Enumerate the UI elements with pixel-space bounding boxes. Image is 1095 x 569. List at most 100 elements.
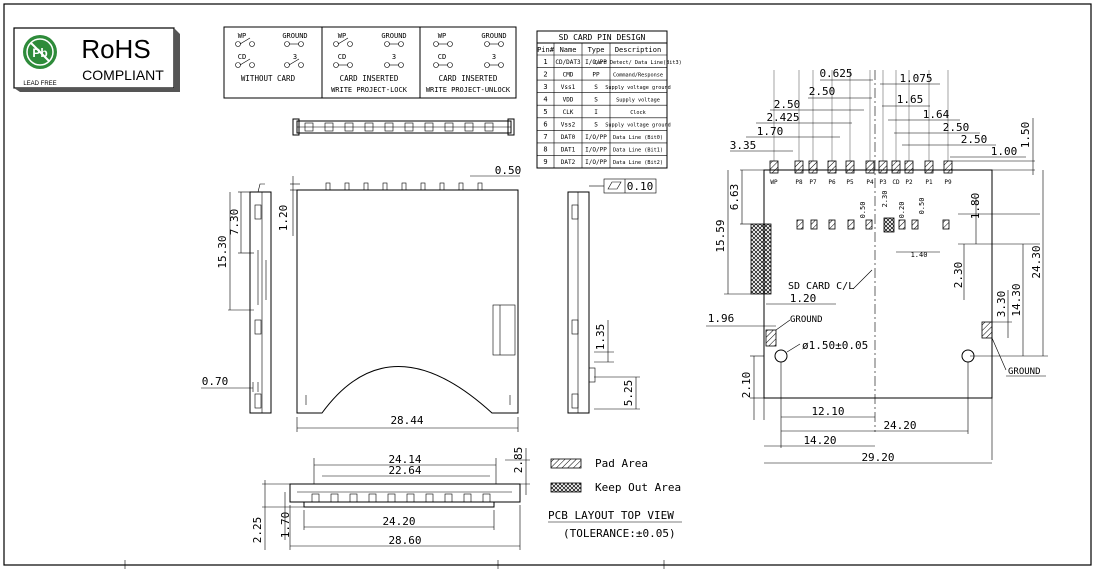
svg-text:0.20: 0.20 xyxy=(898,202,906,219)
pcb-mid-pad xyxy=(865,219,873,230)
switch-states-panel: WP GROUND CD 3 WITHOUT CARD WP GROUND CD… xyxy=(223,26,517,99)
dim-3-30: 3.30 xyxy=(995,291,1008,318)
pcb-pad xyxy=(924,160,934,174)
dim-14-20: 14.20 xyxy=(803,434,836,447)
pin-table-cell: 3 xyxy=(543,83,547,91)
switch-state-without-card: WP GROUND CD 3 WITHOUT CARD xyxy=(235,32,308,83)
flatness-symbol-icon xyxy=(607,181,622,190)
bottom-contact xyxy=(444,493,453,503)
dim-2-25: 2.25 xyxy=(251,517,264,544)
front-contact xyxy=(401,182,407,191)
pcb-top-dim: 2.50 xyxy=(943,121,970,134)
pcb-pad-label: P7 xyxy=(809,179,817,186)
dim-5-25: 5.25 xyxy=(622,380,635,407)
dim-28-44: 28.44 xyxy=(390,414,423,427)
svg-text:CARD INSERTED: CARD INSERTED xyxy=(340,74,399,83)
pcb-pad xyxy=(769,160,779,174)
pcb-pad-label: P3 xyxy=(879,179,887,186)
pin-table-header: Description xyxy=(615,46,661,54)
pin-table-header: Pin# xyxy=(537,46,555,54)
svg-text:WP: WP xyxy=(238,32,246,40)
dim-14-30: 14.30 xyxy=(1010,283,1023,316)
strip-contact xyxy=(324,122,334,132)
front-contact xyxy=(477,182,483,191)
pcb-top-dim: 2.425 xyxy=(766,111,799,124)
dim-1-35: 1.35 xyxy=(594,324,607,351)
pcb-top-dim: 2.50 xyxy=(809,85,836,98)
front-contact xyxy=(325,182,331,191)
front-contact xyxy=(458,182,464,191)
pad-area-label: Pad Area xyxy=(595,457,648,470)
pin-table-cell: 4 xyxy=(543,95,547,103)
pin-table-header: Name xyxy=(560,46,577,54)
strip-contact xyxy=(384,122,394,132)
pin-table-cell: Clock xyxy=(630,110,646,116)
pin-table-cell: CLK xyxy=(563,109,574,116)
pin-table-cell: 7 xyxy=(543,133,547,141)
strip-contact xyxy=(304,122,314,132)
pcb-pad xyxy=(878,160,888,174)
pin-table-cell: Supply voltage ground xyxy=(605,85,671,91)
strip-contact xyxy=(404,122,414,132)
pcb-top-dim: 1.64 xyxy=(923,108,950,121)
ground-label-right: GROUND xyxy=(1008,367,1041,377)
dim-0-50: 0.50 xyxy=(495,164,522,177)
pin-table: SD CARD PIN DESIGN Pin# Name Type Descri… xyxy=(536,30,682,169)
pin-table-cell: S xyxy=(594,122,598,129)
dim-1-20: 1.20 xyxy=(277,205,290,232)
pcb-pad xyxy=(794,160,804,174)
dim-2-10: 2.10 xyxy=(740,372,753,399)
pin-table-cell: Data Line (Bit2) xyxy=(613,160,663,166)
connector-front-view: 1.20 0.50 28.44 xyxy=(277,164,521,432)
front-contact xyxy=(363,182,369,191)
pcb-mid-pad xyxy=(810,219,818,230)
pcb-pad xyxy=(891,160,901,174)
pin-table-cell: I/O/PP xyxy=(585,159,607,166)
pcb-top-dim: 1.075 xyxy=(899,72,932,85)
dim-22-64: 22.64 xyxy=(388,464,421,477)
pcb-top-dim: 0.625 xyxy=(819,67,852,80)
dim-6-63: 6.63 xyxy=(728,184,741,211)
pin-table-cell: Card Detect/ Data Line(Bit3) xyxy=(594,60,681,66)
mounting-hole-left xyxy=(774,349,788,363)
pin-table-cell: Supply voltage ground xyxy=(605,123,671,129)
ground-label-left: GROUND xyxy=(790,315,823,325)
rohs-logo: Pb RoHS COMPLIANT LEAD FREE xyxy=(13,27,180,92)
dim-29-20: 29.20 xyxy=(861,451,894,464)
dim-7-30: 7.30 xyxy=(228,209,241,236)
svg-text:WRITE PROJECT-LOCK: WRITE PROJECT-LOCK xyxy=(331,86,408,94)
pcb-mid-pad xyxy=(847,219,855,230)
pcb-pad-label: P6 xyxy=(828,179,836,186)
svg-text:GROUND: GROUND xyxy=(381,32,406,40)
pcb-pad-label: P8 xyxy=(795,179,803,186)
pcb-top-dim: 1.00 xyxy=(991,145,1018,158)
dim-1-20-pcb: 1.20 xyxy=(790,292,817,305)
bottom-contact xyxy=(368,493,377,503)
pin-table-cell: Supply voltage xyxy=(616,97,660,103)
pin-table-cell: I/O/PP xyxy=(585,59,607,66)
dim-2-85: 2.85 xyxy=(512,447,525,474)
dim-12-10: 12.10 xyxy=(811,405,844,418)
ground-pad-left xyxy=(765,329,777,347)
dim-24-20: 24.20 xyxy=(382,515,415,528)
front-contact xyxy=(420,182,426,191)
bottom-contact xyxy=(425,493,434,503)
dim-2-30: 2.30 xyxy=(952,262,965,289)
svg-text:WP: WP xyxy=(338,32,346,40)
svg-text:CD: CD xyxy=(238,53,246,61)
strip-contact xyxy=(424,122,434,132)
connector-top-view xyxy=(292,118,515,136)
compliant-label: COMPLIANT xyxy=(82,67,164,83)
dim-1-80: 1.80 xyxy=(969,193,982,220)
svg-text:CARD INSERTED: CARD INSERTED xyxy=(439,74,498,83)
hole-diameter-label: ø1.50±0.05 xyxy=(802,339,868,352)
pin-table-cell: CMD xyxy=(563,71,574,78)
svg-text:1.40: 1.40 xyxy=(911,251,928,259)
pcb-pad-label: P9 xyxy=(944,179,952,186)
pcb-top-dim: 2.50 xyxy=(961,133,988,146)
pin-table-title: SD CARD PIN DESIGN xyxy=(559,33,646,42)
pcb-mid-pad xyxy=(911,219,919,230)
pin-table-cell: S xyxy=(594,84,598,91)
